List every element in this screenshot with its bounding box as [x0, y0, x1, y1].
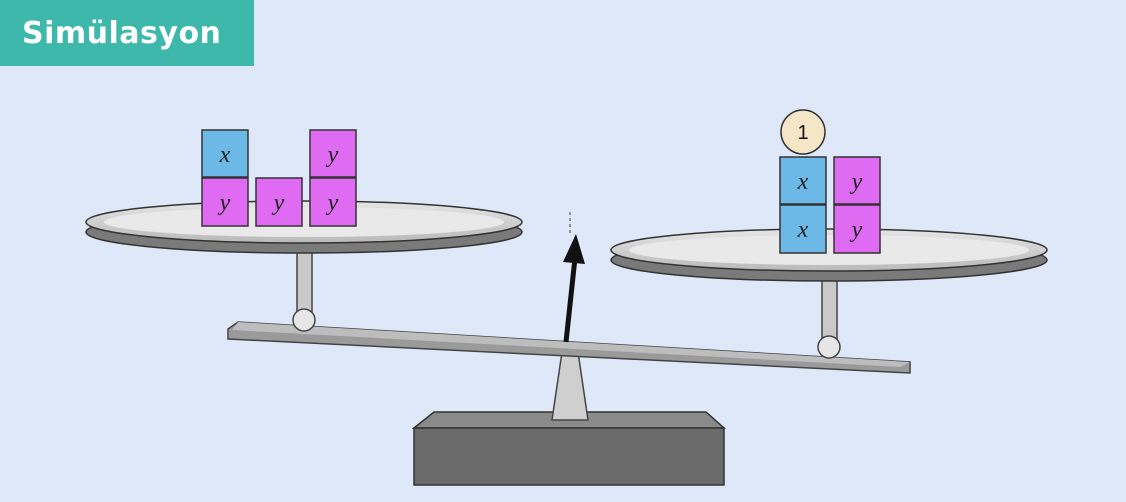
svg-text:y: y — [850, 217, 863, 243]
svg-text:y: y — [850, 169, 863, 195]
svg-text:y: y — [326, 142, 339, 168]
svg-text:y: y — [218, 190, 231, 216]
block-y[interactable]: y — [309, 177, 357, 227]
right-pan — [610, 228, 1048, 282]
fulcrum — [551, 351, 589, 421]
balance-pointer — [563, 212, 585, 343]
scale-beam — [227, 321, 911, 374]
right-blocks: 1 x x y y — [779, 109, 881, 254]
block-y[interactable]: y — [833, 204, 881, 254]
block-y[interactable]: y — [255, 177, 303, 227]
svg-text:x: x — [797, 217, 809, 243]
left-pan-post — [292, 249, 316, 332]
svg-text:x: x — [797, 169, 809, 195]
block-x[interactable]: x — [779, 156, 827, 205]
left-blocks: x y y y y — [201, 129, 357, 227]
right-pan-post — [817, 275, 841, 359]
svg-text:1: 1 — [797, 122, 808, 144]
block-x[interactable]: x — [779, 204, 827, 254]
block-x[interactable]: x — [201, 129, 249, 178]
coin-1[interactable]: 1 — [780, 109, 826, 155]
block-y[interactable]: y — [309, 129, 357, 178]
svg-text:y: y — [326, 190, 339, 216]
svg-text:x: x — [219, 142, 231, 168]
block-y[interactable]: y — [833, 156, 881, 205]
scale-base — [411, 411, 726, 486]
simulation-title: Simülasyon — [0, 0, 254, 66]
left-pan — [85, 200, 523, 254]
block-y[interactable]: y — [201, 177, 249, 227]
svg-text:y: y — [272, 190, 285, 216]
